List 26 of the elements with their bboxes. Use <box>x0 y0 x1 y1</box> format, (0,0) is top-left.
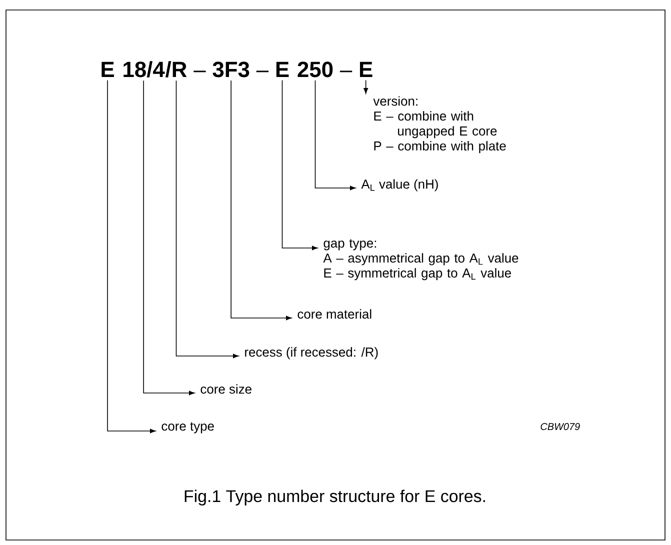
code-part: E <box>102 62 114 77</box>
separator-dash: – <box>194 70 206 72</box>
description-text: recess (if recessed: /R) <box>245 347 378 360</box>
description-text: core size <box>200 384 252 394</box>
code-part: /R <box>166 61 187 78</box>
separator-dash: – <box>340 70 352 72</box>
leader-arrow <box>230 80 292 320</box>
leader-arrow <box>282 80 318 250</box>
description-text: A$_{L}$ value (nH) <box>361 179 438 192</box>
description-text: version: E – combine with ungapped E core P – combine with plate <box>373 96 506 154</box>
drawing-code: CBW079 <box>540 423 580 430</box>
description-text: gap type: A – asymmetrical gap to A$_{L}$ value E – symmetrical gap to A$_{L}$ value <box>323 239 518 280</box>
leader-arrow <box>143 80 195 396</box>
description-text: core material <box>298 309 372 319</box>
separator-dash: – <box>256 70 269 72</box>
code-part: 3F3 <box>212 62 250 78</box>
code-part: E <box>276 62 289 77</box>
description-text: core type <box>162 422 214 434</box>
code-part: E <box>360 62 372 77</box>
leader-arrow <box>314 80 356 190</box>
code-part: 18/4 <box>124 61 165 78</box>
leader-arrow <box>176 80 239 358</box>
code-part: 250 <box>298 62 333 78</box>
figure-caption: Fig.1 Type number structure for E cores. <box>184 490 485 506</box>
leader-arrow <box>107 80 156 434</box>
leader-arrow <box>364 80 368 94</box>
